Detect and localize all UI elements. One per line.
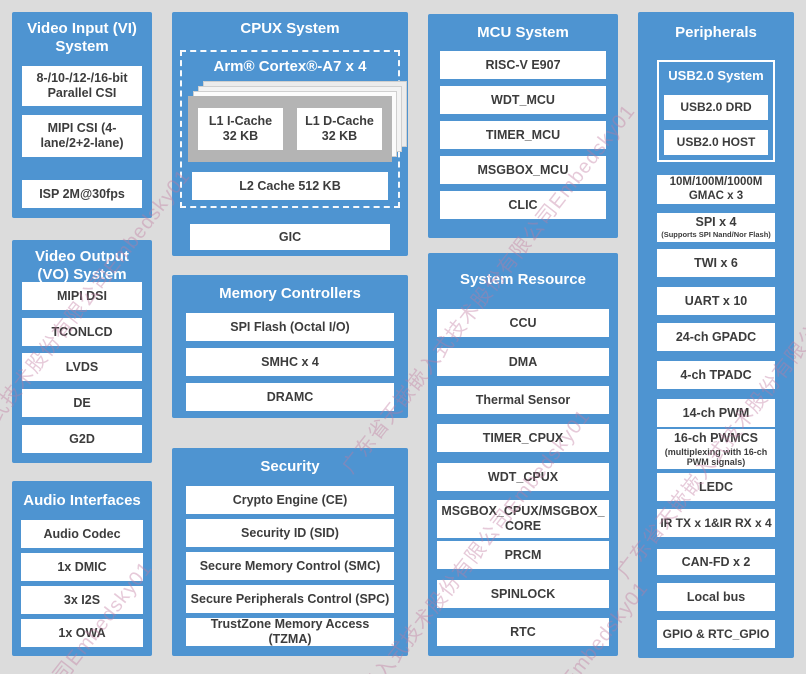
- block-parallel-csi: 8-/10-/12-/16-bit Parallel CSI: [22, 66, 142, 106]
- block-pwm: 14-ch PWM: [657, 399, 775, 427]
- block-dma: DMA: [437, 348, 609, 376]
- core-card: L1 I-Cache 32 KB L1 D-Cache 32 KB: [188, 96, 392, 162]
- block-mipi-csi: MIPI CSI (4-lane/2+2-lane): [22, 115, 142, 157]
- block-dmic: 1x DMIC: [21, 553, 143, 581]
- block-twi: TWI x 6: [657, 249, 775, 277]
- panel-video-output: Video Output (VO) System MIPI DSI TCONLC…: [12, 240, 152, 463]
- block-gpadc: 24-ch GPADC: [657, 323, 775, 351]
- pwmcs-label: 16-ch PWMCS: [673, 430, 759, 445]
- block-clic: CLIC: [440, 191, 606, 219]
- block-prcm: PRCM: [437, 541, 609, 569]
- panel-mcu-system: MCU System RISC-V E907 WDT_MCU TIMER_MCU…: [428, 14, 618, 238]
- block-crypto-engine: Crypto Engine (CE): [186, 486, 394, 514]
- panel-system-resource: System Resource CCU DMA Thermal Sensor T…: [428, 253, 618, 656]
- block-spc: Secure Peripherals Control (SPC): [186, 585, 394, 613]
- block-canfd: CAN-FD x 2: [657, 549, 775, 575]
- block-smc: Secure Memory Control (SMC): [186, 552, 394, 580]
- block-rtc: RTC: [437, 618, 609, 646]
- block-i2s: 3x I2S: [21, 586, 143, 614]
- block-timer-mcu: TIMER_MCU: [440, 121, 606, 149]
- block-gic: GIC: [190, 224, 390, 250]
- block-ledc: LEDC: [657, 473, 775, 501]
- block-l1-dcache: L1 D-Cache 32 KB: [297, 108, 382, 150]
- panel-security: Security Crypto Engine (CE) Security ID …: [172, 448, 408, 656]
- panel-video-input-title: Video Input (VI) System: [27, 20, 137, 56]
- panel-audio-interfaces: Audio Interfaces Audio Codec 1x DMIC 3x …: [12, 481, 152, 656]
- l1-dcache-size: 32 KB: [321, 129, 358, 143]
- block-spinlock: SPINLOCK: [437, 580, 609, 608]
- usb2-system-title: USB2.0 System: [668, 68, 764, 83]
- panel-mcu-title: MCU System: [477, 24, 569, 41]
- block-gpio: GPIO & RTC_GPIO: [657, 620, 775, 648]
- block-dramc: DRAMC: [186, 383, 394, 411]
- block-wdt-cpux: WDT_CPUX: [437, 463, 609, 491]
- block-owa: 1x OWA: [21, 619, 143, 647]
- msgbox-cpux-label: MSGBOX_CPUX/MSGBOX_CORE: [441, 504, 605, 533]
- l1-dcache-label: L1 D-Cache: [305, 114, 374, 129]
- block-l2-cache: L2 Cache 512 KB: [192, 172, 388, 200]
- panel-video-output-title: Video Output (VO) System: [35, 248, 129, 284]
- block-pwmcs: 16-ch PWMCS (multiplexing with 16-ch PWM…: [657, 429, 775, 469]
- panel-cpux-title: CPUX System: [240, 20, 340, 37]
- cortex-a7-cluster: Arm® Cortex®-A7 x 4 L1 I-Cache 32 KB L1 …: [180, 50, 407, 208]
- block-isp: ISP 2M@30fps: [22, 180, 142, 208]
- block-lvds: LVDS: [22, 353, 142, 381]
- panel-security-title: Security: [260, 458, 320, 475]
- panel-memory-controllers: Memory Controllers SPI Flash (Octal I/O)…: [172, 275, 408, 418]
- panel-video-input: Video Input (VI) System 8-/10-/12-/16-bi…: [12, 12, 152, 218]
- block-tzma: TrustZone Memory Access (TZMA): [186, 617, 394, 646]
- cluster-title-cortex-a7: Arm® Cortex®-A7 x 4: [213, 58, 367, 75]
- block-uart: UART x 10: [657, 287, 775, 315]
- block-mipi-dsi: MIPI DSI: [22, 282, 142, 310]
- usb2-system-group: USB2.0 System USB2.0 DRD USB2.0 HOST: [657, 60, 775, 162]
- block-usb2-drd: USB2.0 DRD: [664, 95, 768, 120]
- block-spi-flash: SPI Flash (Octal I/O): [186, 313, 394, 341]
- block-tpadc: 4-ch TPADC: [657, 361, 775, 389]
- block-ir: IR TX x 1&IR RX x 4: [657, 509, 775, 537]
- block-security-id: Security ID (SID): [186, 519, 394, 547]
- l1-icache-label: L1 I-Cache: [208, 114, 273, 129]
- block-riscv-e907: RISC-V E907: [440, 51, 606, 79]
- block-thermal-sensor: Thermal Sensor: [437, 386, 609, 414]
- block-smhc: SMHC x 4: [186, 348, 394, 376]
- gmac-label: 10M/100M/1000M GMAC x 3: [669, 175, 763, 202]
- block-spi: SPI x 4 (Supports SPI Nand/Nor Flash): [657, 213, 775, 242]
- block-msgbox-mcu: MSGBOX_MCU: [440, 156, 606, 184]
- block-timer-cpux: TIMER_CPUX: [437, 424, 609, 452]
- panel-memory-title: Memory Controllers: [219, 285, 361, 302]
- block-local-bus: Local bus: [657, 583, 775, 611]
- block-g2d: G2D: [22, 425, 142, 453]
- block-ccu: CCU: [437, 309, 609, 337]
- panel-system-resource-title: System Resource: [460, 271, 586, 288]
- block-l1-icache: L1 I-Cache 32 KB: [198, 108, 283, 150]
- spi-sub-label: (Supports SPI Nand/Nor Flash): [661, 230, 771, 240]
- block-de: DE: [22, 389, 142, 417]
- block-usb2-host: USB2.0 HOST: [664, 130, 768, 155]
- block-tconlcd: TCONLCD: [22, 318, 142, 346]
- panel-peripherals: Peripherals USB2.0 System USB2.0 DRD USB…: [638, 12, 794, 658]
- l1-icache-size: 32 KB: [222, 129, 259, 143]
- spi-label: SPI x 4: [695, 215, 737, 230]
- block-gmac: 10M/100M/1000M GMAC x 3: [657, 175, 775, 204]
- panel-audio-title: Audio Interfaces: [23, 492, 141, 509]
- panel-cpux-system: CPUX System Arm® Cortex®-A7 x 4 L1 I-Cac…: [172, 12, 408, 256]
- block-audio-codec: Audio Codec: [21, 520, 143, 548]
- block-wdt-mcu: WDT_MCU: [440, 86, 606, 114]
- block-msgbox-cpux: MSGBOX_CPUX/MSGBOX_CORE: [437, 500, 609, 538]
- panel-peripherals-title: Peripherals: [675, 24, 757, 41]
- pwmcs-sub-label: (multiplexing with 16-ch PWM signals): [664, 446, 768, 467]
